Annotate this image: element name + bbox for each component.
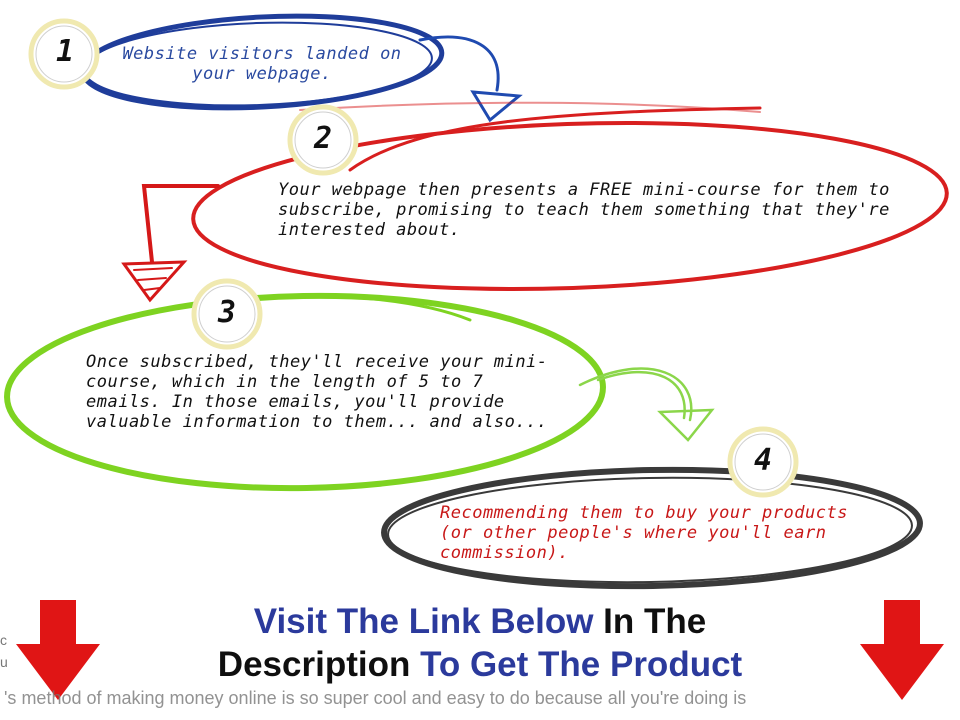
step-2-text: Your webpage then presents a FREE mini-c… (278, 180, 890, 240)
step-4-ellipse (381, 466, 923, 590)
right-down-arrow-icon (860, 600, 944, 700)
edge-text-1: c (0, 632, 7, 648)
step-2-ellipse (191, 101, 949, 291)
badge-1 (28, 18, 100, 90)
step-3-number: 3 (217, 295, 237, 330)
step-1-number: 1 (55, 34, 75, 69)
connector-3-4 (578, 367, 715, 442)
step-1-text: Website visitors landed on your webpage. (122, 44, 402, 84)
banner-part-3: Description (217, 645, 411, 684)
step-4-number: 4 (753, 443, 773, 478)
banner-part-1: Visit The Link Below (253, 602, 594, 641)
connector-2-3 (121, 184, 220, 303)
banner-part-4: To Get The Product (410, 645, 743, 684)
badge-3 (191, 278, 263, 350)
left-down-arrow-icon (16, 600, 100, 700)
step-2-number: 2 (313, 121, 333, 156)
connector-1-2 (418, 35, 523, 123)
badge-4 (727, 426, 799, 498)
call-to-action-banner: Visit The Link Below In The Description … (120, 600, 840, 686)
step-4-text: Recommending them to buy your products (… (440, 503, 848, 563)
edge-text-2: u (0, 654, 8, 670)
badge-2 (287, 104, 359, 176)
banner-part-2: In The (593, 602, 707, 641)
step-3-text: Once subscribed, they'll receive your mi… (86, 352, 548, 432)
footer-caption: 's method of making money online is so s… (4, 688, 747, 708)
step-3-ellipse (4, 292, 606, 492)
